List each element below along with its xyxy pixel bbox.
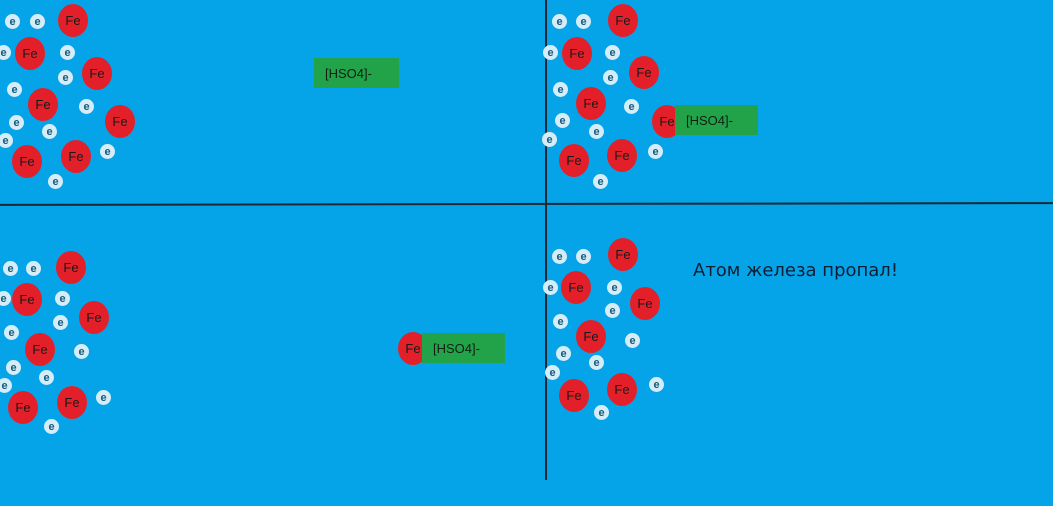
panel-2-electron: e [542, 132, 557, 147]
panel-4-iron-atom: Fe [607, 373, 637, 406]
panel-4-iron-atom: Fe [561, 271, 591, 304]
panel-3-electron: e [53, 315, 68, 330]
panel-2-electron: e [552, 14, 567, 29]
panel-3-electron: e [26, 261, 41, 276]
panel-1-iron-atom: Fe [58, 4, 88, 37]
iron-atom-gone-message: Атом железа пропал! [693, 260, 899, 281]
panel-1-electron: e [0, 45, 11, 60]
panel-4-iron-atom: Fe [576, 320, 606, 353]
panel-3-electron: e [0, 291, 11, 306]
panel-1-iron-atom: Fe [28, 88, 58, 121]
horizontal-divider [0, 202, 1053, 206]
panel-4-iron-atom: Fe [630, 287, 660, 320]
panel-1-electron: e [60, 45, 75, 60]
panel-2-electron: e [648, 144, 663, 159]
panel-4-electron: e [576, 249, 591, 264]
panel-4-electron: e [649, 377, 664, 392]
panel-4-electron: e [553, 314, 568, 329]
panel-2-electron: e [576, 14, 591, 29]
panel-2-iron-atom: Fe [607, 139, 637, 172]
panel-4-iron-atom: Fe [608, 238, 638, 271]
panel-2-electron: e [553, 82, 568, 97]
panel-1-electron: e [48, 174, 63, 189]
panel-2-electron: e [589, 124, 604, 139]
panel-1-iron-atom: Fe [82, 57, 112, 90]
panel-4-electron: e [625, 333, 640, 348]
panel-2-iron-atom: Fe [608, 4, 638, 37]
panel-4-electron: e [545, 365, 560, 380]
panel-3-electron: e [39, 370, 54, 385]
hso4-ion-panel-3: [HSO4]- [422, 333, 505, 363]
panel-1-iron-atom: Fe [105, 105, 135, 138]
hso4-ion-panel-1: [HSO4]- [314, 58, 399, 88]
panel-2-iron-atom: Fe [576, 87, 606, 120]
panel-3-iron-atom: Fe [25, 333, 55, 366]
panel-2-electron: e [593, 174, 608, 189]
panel-1-iron-atom: Fe [12, 145, 42, 178]
panel-1-electron: e [9, 115, 24, 130]
panel-4-electron: e [552, 249, 567, 264]
panel-2-iron-atom: Fe [559, 144, 589, 177]
panel-2-electron: e [605, 45, 620, 60]
panel-3-iron-atom: Fe [56, 251, 86, 284]
panel-1-electron: e [0, 133, 13, 148]
panel-4-electron: e [589, 355, 604, 370]
panel-1-electron: e [100, 144, 115, 159]
panel-2-iron-atom: Fe [562, 37, 592, 70]
panel-3-iron-atom: Fe [12, 283, 42, 316]
panel-3-electron: e [4, 325, 19, 340]
panel-2-electron: e [543, 45, 558, 60]
panel-4-electron: e [556, 346, 571, 361]
panel-3-electron: e [74, 344, 89, 359]
panel-1-iron-atom: Fe [15, 37, 45, 70]
panel-3-electron: e [96, 390, 111, 405]
panel-1-electron: e [79, 99, 94, 114]
panel-1-electron: e [7, 82, 22, 97]
panel-4-electron: e [607, 280, 622, 295]
panel-3-electron: e [0, 378, 12, 393]
panel-4-electron: e [594, 405, 609, 420]
panel-1-electron: e [42, 124, 57, 139]
panel-1-electron: e [58, 70, 73, 85]
panel-2-electron: e [624, 99, 639, 114]
panel-4-iron-atom: Fe [559, 379, 589, 412]
panel-3-electron: e [3, 261, 18, 276]
panel-2-electron: e [603, 70, 618, 85]
panel-1-electron: e [5, 14, 20, 29]
panel-3-iron-atom: Fe [79, 301, 109, 334]
panel-1-electron: e [30, 14, 45, 29]
panel-3-iron-atom: Fe [57, 386, 87, 419]
panel-3-electron: e [44, 419, 59, 434]
panel-2-iron-atom: Fe [629, 56, 659, 89]
panel-3-electron: e [55, 291, 70, 306]
panel-4-electron: e [543, 280, 558, 295]
panel-3-electron: e [6, 360, 21, 375]
hso4-ion-panel-2: [HSO4]- [675, 105, 758, 135]
panel-4-electron: e [605, 303, 620, 318]
panel-3-iron-atom: Fe [8, 391, 38, 424]
panel-2-electron: e [555, 113, 570, 128]
vertical-divider [545, 0, 547, 480]
panel-1-iron-atom: Fe [61, 140, 91, 173]
